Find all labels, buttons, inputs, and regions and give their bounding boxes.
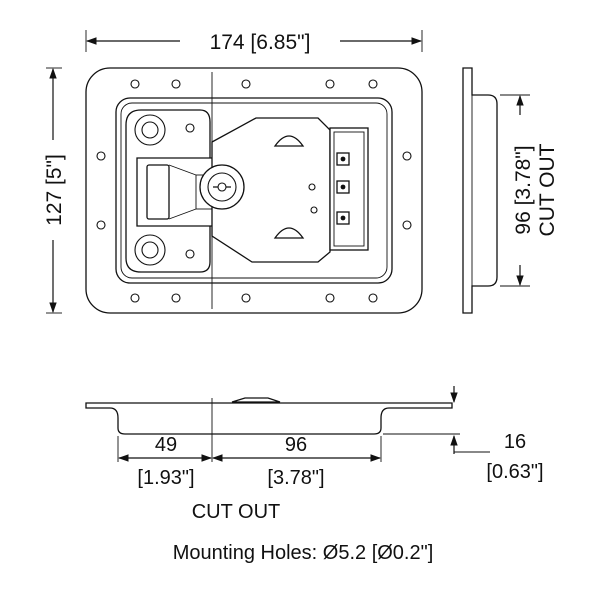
mounting-hole <box>402 151 412 161</box>
lever-handle <box>136 157 221 227</box>
mounting-holes-note: Mounting Holes: Ø5.2 [Ø0.2"] <box>173 542 434 564</box>
cam-plate <box>211 117 331 263</box>
mounting-hole <box>368 293 378 303</box>
center-dimension-in: [3.78"] <box>267 467 324 489</box>
width-dimension: 174 [6.85"] <box>85 30 423 54</box>
depth-dimension: 16 [0.63"] <box>383 386 544 483</box>
latch-section-view <box>85 397 453 440</box>
mounting-hole <box>96 220 106 230</box>
center-dimension-mm: 96 <box>285 434 307 456</box>
side-cutout-value: 96 [3.78"] <box>512 145 535 234</box>
height-dimension-label: 127 [5"] <box>43 154 66 226</box>
mounting-hole <box>368 79 378 89</box>
lock-cylinder <box>199 164 245 210</box>
section-cutout-label: CUT OUT <box>192 501 281 523</box>
mounting-hole <box>130 79 140 89</box>
side-cutout-label: 96 [3.78"] <box>512 145 535 234</box>
side-cutout-caption: CUT OUT <box>536 143 559 236</box>
mounting-hole <box>325 293 335 303</box>
mounting-hole <box>241 293 251 303</box>
depth-dimension-in: [0.63"] <box>486 461 543 483</box>
depth-dimension-mm: 16 <box>504 431 526 453</box>
keeper-rail <box>329 127 369 251</box>
mounting-hole <box>171 293 181 303</box>
mounting-hole <box>96 151 106 161</box>
mounting-hole <box>325 79 335 89</box>
mounting-hole <box>130 293 140 303</box>
section-dimensions: 49 [1.93"] 96 [3.78"] CUT OUT <box>117 434 382 523</box>
mounting-holes <box>96 79 412 303</box>
left-dimension-mm: 49 <box>155 434 177 456</box>
mounting-hole <box>241 79 251 89</box>
left-dimension-in: [1.93"] <box>137 467 194 489</box>
height-dimension: 127 [5"] <box>43 67 66 314</box>
latch-top-view <box>85 67 423 314</box>
latch-side-view <box>462 67 498 314</box>
width-dimension-label: 174 [6.85"] <box>210 31 311 54</box>
mounting-hole <box>171 79 181 89</box>
side-cutout-dimension: 96 [3.78"] CUT OUT <box>500 94 559 287</box>
mounting-hole <box>402 220 412 230</box>
